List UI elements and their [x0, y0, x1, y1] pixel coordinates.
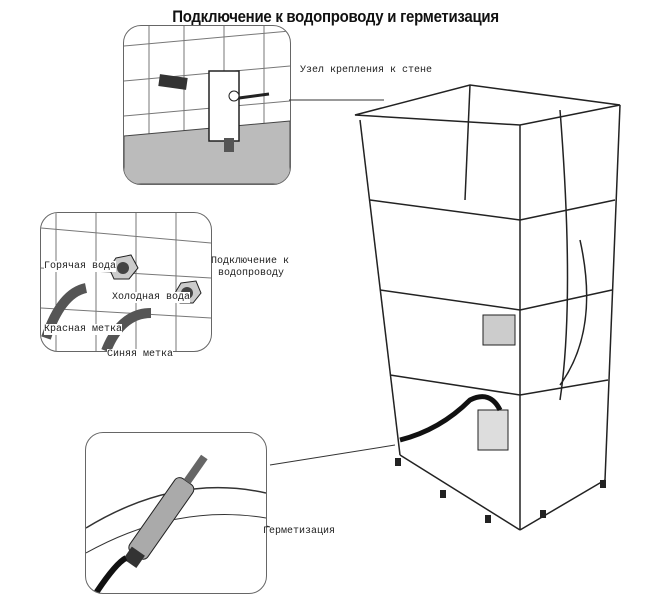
diagram-title: Подключение к водопроводу и герметизация — [172, 7, 499, 26]
hot-water-label: Горячая вода — [44, 261, 117, 272]
red-mark-label: Красная метка — [44, 324, 123, 335]
water-connection-label-2: водопроводу — [218, 268, 285, 279]
blue-mark-label: Синяя метка — [107, 349, 174, 360]
water-connection-label-1: Подключение к — [211, 256, 290, 267]
sealing-illustration — [86, 454, 266, 593]
sealing-detail — [85, 432, 267, 594]
junction-box — [477, 409, 509, 451]
wall-mount-label: Узел крепления к стене — [300, 65, 433, 76]
drain-hose — [399, 394, 503, 443]
sealing-label: Герметизация — [263, 526, 336, 537]
wall-mount-illustration — [124, 26, 290, 184]
cold-water-label: Холодная вода — [112, 292, 191, 303]
control-panel — [482, 314, 516, 346]
wall-mount-detail — [123, 25, 291, 185]
